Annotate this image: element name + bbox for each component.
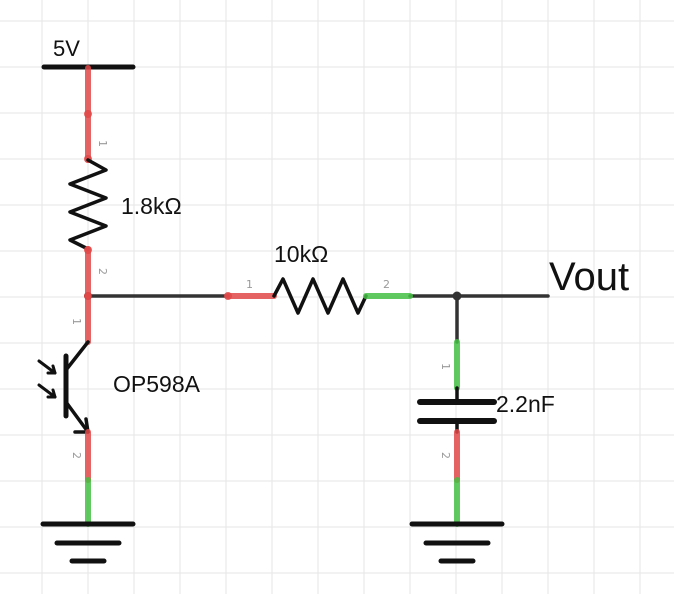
- phototransistor-q1[interactable]: 1 2 OP598A: [37, 293, 201, 527]
- resistor-r1[interactable]: 1 2 1.8kΩ: [68, 65, 182, 299]
- c1-pin-2-number: 2: [439, 452, 452, 459]
- c1-pin-1-number: 1: [439, 363, 452, 370]
- resistor-r2[interactable]: 1 2 10kΩ: [224, 241, 413, 315]
- r2-value-label: 10kΩ: [274, 241, 328, 267]
- vout-label: Vout: [549, 255, 629, 299]
- light-arrows-icon: [37, 359, 57, 399]
- ground-icon-left: [40, 521, 136, 564]
- r1-pin-2-number: 2: [96, 268, 109, 275]
- r1-pin-1-dot: [84, 110, 92, 118]
- q1-pin-2-number: 2: [70, 452, 83, 459]
- c1-value-label: 2.2nF: [496, 391, 555, 417]
- r1-pin-2-end: [84, 246, 92, 254]
- q1-collector-line: [64, 340, 90, 372]
- r1-zigzag: [68, 158, 108, 251]
- supply-label: 5V: [53, 36, 80, 61]
- r1-pin-1-number: 1: [96, 140, 109, 147]
- r2-pin-1-dot: [224, 292, 232, 300]
- q1-emitter-line: [64, 400, 90, 434]
- q1-part-label: OP598A: [113, 371, 201, 397]
- capacitor-c1[interactable]: 1 2 2.2nF: [417, 339, 555, 527]
- q1-pin-1-number: 1: [70, 318, 83, 325]
- r2-zigzag: [272, 277, 368, 315]
- r2-pin-2-number: 2: [383, 278, 390, 291]
- r1-value-label: 1.8kΩ: [121, 193, 182, 219]
- ground-icon-right: [409, 521, 505, 564]
- r2-pin-1-number: 1: [246, 278, 253, 291]
- wires: [84, 291, 550, 344]
- junction-dot: [452, 291, 462, 301]
